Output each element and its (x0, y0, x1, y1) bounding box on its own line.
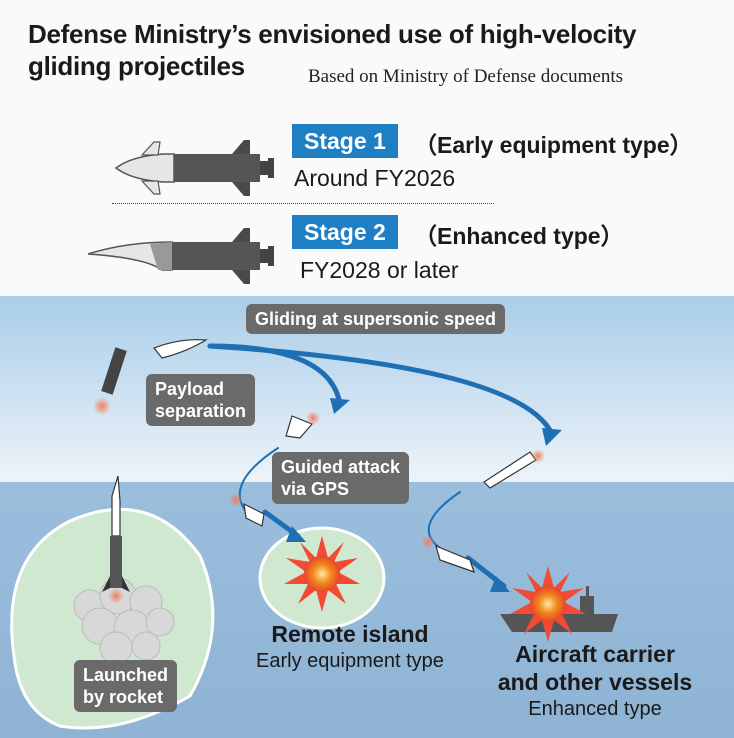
target-carrier-sub: Enhanced type (528, 698, 662, 720)
stage2-projectile-icon (87, 228, 274, 284)
label-launched-by-rocket: Launched by rocket (74, 660, 178, 712)
stage1-type: （Early equipment type） (414, 132, 693, 158)
stage1-date: Around FY2026 (294, 165, 456, 191)
stage2-type: （Enhanced type） (414, 223, 624, 249)
label-launched-line1: Launched (83, 665, 169, 685)
target-carrier: Aircraft carrier and other vessels Enhan… (470, 640, 720, 722)
separated-glider-icon (153, 339, 208, 359)
trajectory-scene: Gliding at supersonic speed Payload sepa… (0, 296, 734, 738)
island-explosion-icon (284, 536, 360, 612)
carrier-explosion-icon (510, 566, 586, 642)
stage1-projectile-icon (114, 140, 274, 196)
title-line-1: Defense Ministry’s envisioned use of hig… (28, 19, 637, 49)
label-guided-line2: via GPS (281, 479, 350, 499)
label-payload-line2: separation (155, 401, 247, 421)
label-payload-line1: Payload (155, 379, 225, 399)
early-glider-terminal-icon (243, 502, 265, 527)
label-payload-separation: Payload separation (146, 374, 256, 426)
label-guided-line1: Guided attack (281, 457, 401, 477)
launch-rocket-icon (102, 475, 130, 604)
early-glider-icon (285, 415, 314, 439)
source-note: Based on Ministry of Defense documents (308, 66, 624, 87)
stage-divider (112, 203, 494, 204)
target-carrier-title-2: and other vessels (497, 669, 693, 695)
stage2-badge: Stage 2 (292, 215, 398, 249)
stage1-badge: Stage 1 (292, 124, 398, 158)
label-guided-attack: Guided attack via GPS (272, 452, 410, 504)
spent-booster-icon (93, 347, 127, 415)
label-launched-line2: by rocket (83, 687, 164, 707)
glide-path-enhanced (207, 343, 555, 437)
title-line-2: gliding projectiles (28, 51, 245, 81)
target-island-sub: Early equipment type (256, 650, 444, 672)
page-title: Defense Ministry’s envisioned use of hig… (28, 18, 637, 82)
label-gliding: Gliding at supersonic speed (246, 304, 506, 334)
enhanced-glider-terminal-icon (435, 544, 475, 573)
target-carrier-title-1: Aircraft carrier (515, 641, 675, 667)
target-island-title: Remote island (271, 621, 429, 647)
stage2-date: FY2028 or later (300, 257, 459, 283)
target-remote-island: Remote island Early equipment type (220, 620, 480, 674)
